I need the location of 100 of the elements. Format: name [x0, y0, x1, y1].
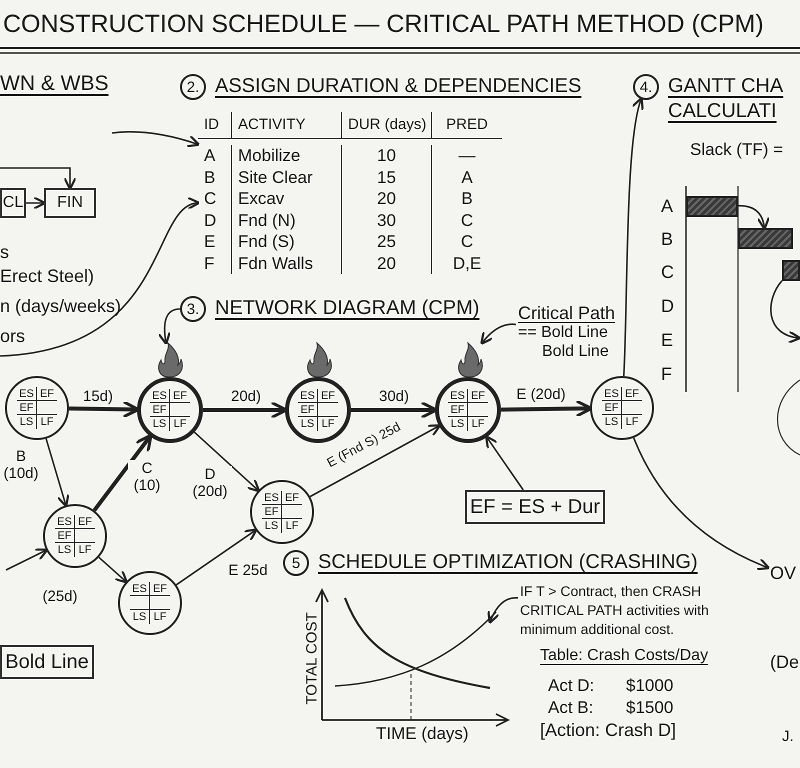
number-circle: 4.	[633, 74, 659, 100]
field-label: LF	[40, 415, 54, 429]
arrow	[203, 401, 288, 419]
field-label: EF	[75, 515, 95, 529]
arrow	[770, 280, 800, 343]
field-label: LF	[624, 415, 640, 429]
column-header: DUR (days)	[342, 112, 432, 139]
text-label: [Action: Crash D]	[540, 720, 676, 741]
table-cell: C	[198, 188, 232, 210]
table-cell: D	[198, 210, 232, 231]
arrow	[488, 597, 518, 624]
field-label: EF	[282, 491, 302, 505]
field-label: LS	[602, 415, 622, 429]
table-cell: B	[198, 166, 232, 188]
field-label: LS	[17, 415, 37, 429]
field-label: ES	[262, 491, 282, 505]
table-cell: 30	[342, 210, 432, 231]
table-cell: 25	[342, 231, 432, 252]
note-text: == Bold Line	[518, 323, 609, 342]
field-label: ES	[448, 389, 468, 403]
title: CONSTRUCTION SCHEDULE — CRITICAL PATH METHOD (CPM)	[3, 10, 764, 39]
arrow	[622, 96, 645, 376]
section-heading: WN & WBS	[0, 72, 108, 96]
arrow	[632, 437, 770, 570]
table-cell: Excav	[232, 188, 342, 210]
arrow	[92, 434, 153, 512]
table-cell: 15	[342, 166, 432, 188]
text-label: $1000	[626, 676, 674, 696]
text-label: s	[0, 242, 9, 263]
arrow	[98, 556, 128, 584]
field-label: EF	[448, 403, 468, 417]
arrow	[68, 400, 140, 418]
label-box: EF = ES + Dur	[465, 490, 605, 524]
text-label: J.	[782, 728, 794, 745]
section-heading: CALCULATI	[668, 99, 778, 124]
field-label: LS	[55, 543, 75, 557]
field-label: ES	[602, 387, 622, 401]
text-label: (De	[770, 652, 800, 673]
flame-icon	[155, 343, 183, 377]
field-label: LF	[172, 417, 188, 431]
cpm-node-circle	[137, 377, 203, 443]
column-header: ID	[198, 112, 232, 139]
arrow	[310, 424, 442, 498]
section-heading: NETWORK DIAGRAM (CPM)	[215, 296, 480, 321]
field-label: LF	[284, 519, 300, 533]
text-label: Act D:	[548, 676, 594, 696]
field-label: ES	[150, 389, 170, 403]
field-label: EF	[298, 403, 318, 417]
note-text: OV	[770, 562, 798, 585]
field-label: EF	[170, 389, 190, 403]
arrow	[176, 528, 258, 586]
note-text: Bold Line	[541, 342, 610, 361]
field-label: EF	[468, 389, 488, 403]
field-label: LF	[152, 610, 168, 624]
table-cell: E	[198, 231, 232, 252]
cpm-node-circle	[118, 571, 182, 635]
arrow	[0, 167, 77, 190]
table-cell: A	[198, 145, 232, 166]
flame-icon	[455, 343, 483, 377]
field-label: ES	[55, 515, 75, 529]
table-cell: 20	[342, 188, 432, 210]
arrow	[351, 401, 438, 419]
section-heading: GANTT CHA	[668, 74, 784, 99]
cpm-node-circle	[590, 376, 654, 440]
table-cell: 20	[342, 252, 432, 274]
table-cell-text: A	[460, 166, 474, 188]
text-label: E	[661, 330, 674, 351]
table-cell-text: C	[460, 231, 474, 252]
table-cell: Site Clear	[232, 166, 342, 188]
field-label: EF	[55, 529, 75, 543]
table-cell-text: —	[458, 145, 476, 166]
field-label: ES	[17, 387, 37, 401]
field-label: LS	[448, 417, 468, 431]
section-heading: Table: Crash Costs/Day	[540, 647, 708, 665]
column-header: ACTIVITY	[232, 112, 342, 139]
arrow	[485, 435, 524, 490]
axis-label: TIME (days)	[376, 724, 469, 744]
text-label: C	[661, 262, 674, 283]
arrow	[45, 438, 70, 508]
cpm-node-circle	[435, 377, 501, 443]
arrow	[194, 432, 260, 492]
arrow	[738, 204, 770, 230]
text-label: F	[661, 364, 672, 385]
edge-label: B (10d)	[3, 448, 39, 482]
field-label: EF	[17, 401, 37, 415]
text-label: Slack (TF) =	[690, 140, 784, 160]
field-label: ES	[298, 389, 318, 403]
field-label: EF	[602, 401, 622, 415]
field-label: ES	[130, 582, 150, 596]
field-label: LS	[150, 417, 170, 431]
text-label: Act B:	[548, 698, 594, 718]
field-label: LS	[298, 417, 318, 431]
field-label: LF	[470, 417, 486, 431]
text-label: B	[661, 229, 674, 250]
gantt-bar	[782, 260, 800, 281]
arrow	[0, 199, 200, 357]
table-cell-text: D,E	[452, 252, 482, 274]
number-circle: 2.	[180, 74, 206, 100]
text-label: A	[661, 196, 674, 217]
axis-label: TOTAL COST	[304, 611, 320, 707]
